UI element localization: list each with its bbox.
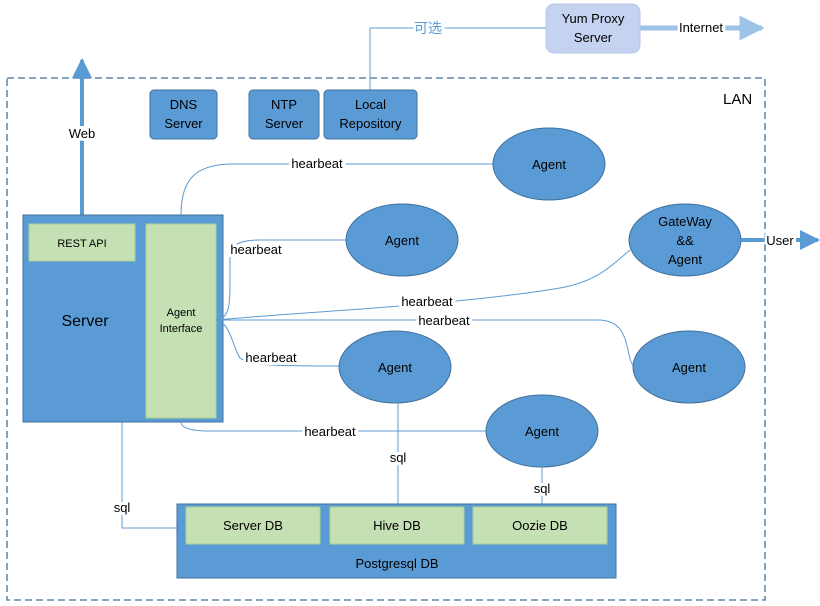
local-repository-line2: Repository bbox=[339, 116, 402, 131]
web-label: Web bbox=[69, 126, 96, 141]
heartbeat-link-gateway bbox=[215, 249, 631, 321]
heartbeat-label-1: hearbeat bbox=[291, 156, 343, 171]
local-repository-box: Local Repository bbox=[323, 89, 418, 140]
agent-interface-box bbox=[145, 223, 217, 419]
rest-api-box bbox=[28, 223, 136, 262]
agent-node-1-label: Agent bbox=[532, 157, 566, 172]
heartbeat-link-4 bbox=[215, 319, 341, 367]
heartbeat-label-gateway: hearbeat bbox=[401, 294, 453, 309]
yum-proxy-line2: Server bbox=[574, 30, 613, 45]
rest-api-label: REST API bbox=[57, 238, 106, 250]
oozie-db-box bbox=[472, 506, 608, 545]
agent-node-3: Agent bbox=[632, 330, 746, 404]
agent-interface-line1: Agent bbox=[167, 307, 196, 319]
server-block: REST API Server Agent Interface bbox=[22, 214, 224, 423]
local-repository-line1: Local bbox=[355, 97, 386, 112]
agent-node-2-label: Agent bbox=[385, 233, 419, 248]
sql-label-hive: sql bbox=[390, 450, 407, 465]
yum-proxy-line1: Yum Proxy bbox=[562, 11, 625, 26]
heartbeat-label-3: hearbeat bbox=[418, 313, 470, 328]
heartbeat-link-5 bbox=[180, 421, 487, 432]
agent-node-3-label: Agent bbox=[672, 360, 706, 375]
gateway-line3: Agent bbox=[668, 252, 702, 267]
dns-server-line1: DNS bbox=[170, 97, 198, 112]
sql-label-oozie: sql bbox=[534, 481, 551, 496]
gateway-line1: GateWay bbox=[658, 214, 712, 229]
server-db-label: Server DB bbox=[223, 518, 283, 533]
heartbeat-label-4: hearbeat bbox=[245, 350, 297, 365]
optional-label: 可选 bbox=[414, 20, 442, 36]
agent-node-2: Agent bbox=[345, 203, 459, 277]
agent-node-4-label: Agent bbox=[378, 360, 412, 375]
hive-db-box bbox=[329, 506, 465, 545]
heartbeat-label-5: hearbeat bbox=[304, 424, 356, 439]
user-label: User bbox=[766, 233, 794, 248]
lan-label: LAN bbox=[723, 91, 752, 108]
optional-link bbox=[369, 27, 546, 90]
agent-node-4: Agent bbox=[338, 330, 452, 404]
server-title: Server bbox=[61, 313, 109, 330]
ntp-server-line2: Server bbox=[265, 116, 304, 131]
sql-links bbox=[121, 403, 543, 529]
sql-label-server: sql bbox=[114, 500, 131, 515]
gateway-line2: && bbox=[676, 233, 694, 248]
heartbeat-link-2 bbox=[215, 239, 347, 321]
dns-server-line2: Server bbox=[164, 116, 203, 131]
heartbeat-links bbox=[180, 163, 635, 432]
yum-proxy-box: Yum Proxy Server bbox=[545, 3, 641, 54]
postgresql-db-block: Server DB Hive DB Oozie DB Postgresql DB bbox=[176, 503, 617, 579]
ntp-server-line1: NTP bbox=[271, 97, 297, 112]
postgresql-db-title: Postgresql DB bbox=[355, 556, 438, 571]
agent-interface-line2: Interface bbox=[160, 323, 203, 335]
oozie-db-label: Oozie DB bbox=[512, 518, 568, 533]
sql-link-server bbox=[121, 422, 177, 529]
heartbeat-link-3 bbox=[216, 319, 635, 367]
dns-server-box: DNS Server bbox=[149, 89, 218, 140]
heartbeat-link-1 bbox=[180, 163, 494, 216]
server-db-box bbox=[185, 506, 321, 545]
ntp-server-box: NTP Server bbox=[248, 89, 320, 140]
internet-label: Internet bbox=[679, 20, 723, 35]
agent-node-1: Agent bbox=[492, 127, 606, 201]
agent-node-5: Agent bbox=[485, 394, 599, 468]
lan-boundary bbox=[6, 77, 766, 601]
gateway-agent-node: GateWay && Agent bbox=[628, 203, 742, 277]
heartbeat-label-2: hearbeat bbox=[230, 242, 282, 257]
agent-node-5-label: Agent bbox=[525, 424, 559, 439]
hive-db-label: Hive DB bbox=[373, 518, 421, 533]
